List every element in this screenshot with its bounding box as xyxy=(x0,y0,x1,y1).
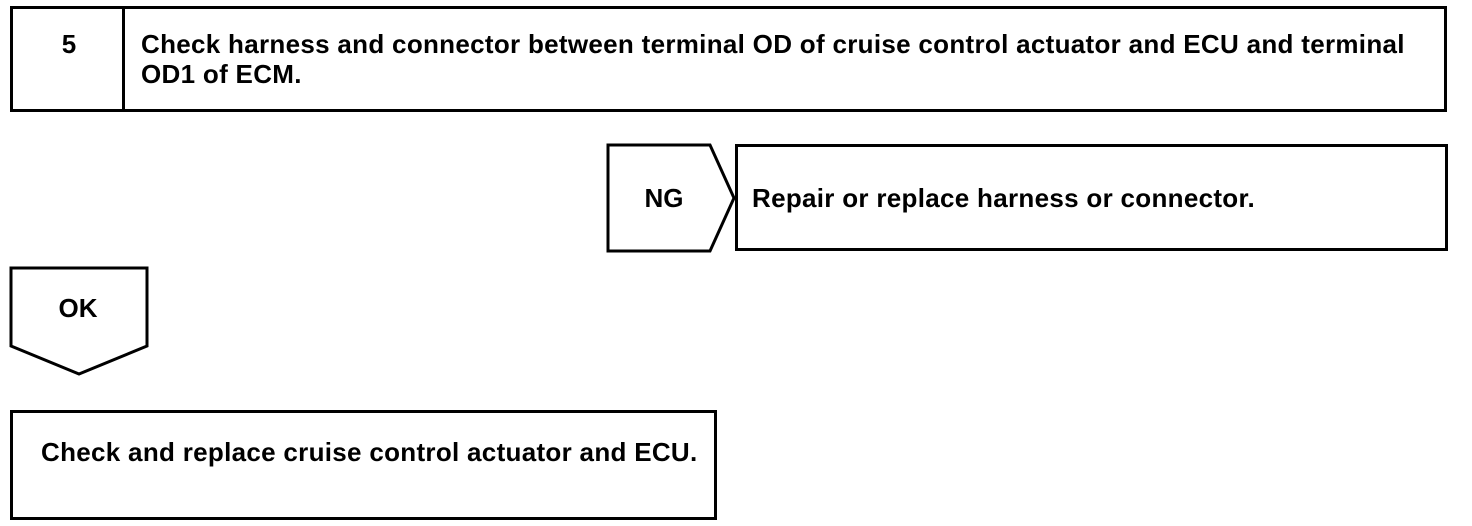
ng-result-text: Repair or replace harness or connector. xyxy=(752,183,1255,213)
step-number-cell: 5 xyxy=(13,9,125,109)
step-number: 5 xyxy=(61,29,77,59)
step-title: Check harness and connector between term… xyxy=(141,29,1405,89)
ng-arrow-shape xyxy=(606,143,736,253)
ng-label: NG xyxy=(644,183,684,213)
ok-label: OK xyxy=(58,293,98,323)
ok-arrow-shape xyxy=(9,266,149,376)
ok-result-box: Check and replace cruise control actuato… xyxy=(10,410,717,520)
ok-result-text: Check and replace cruise control actuato… xyxy=(41,437,698,467)
step-box: 5 Check harness and connector between te… xyxy=(10,6,1447,112)
ng-result-box: Repair or replace harness or connector. xyxy=(735,144,1448,251)
